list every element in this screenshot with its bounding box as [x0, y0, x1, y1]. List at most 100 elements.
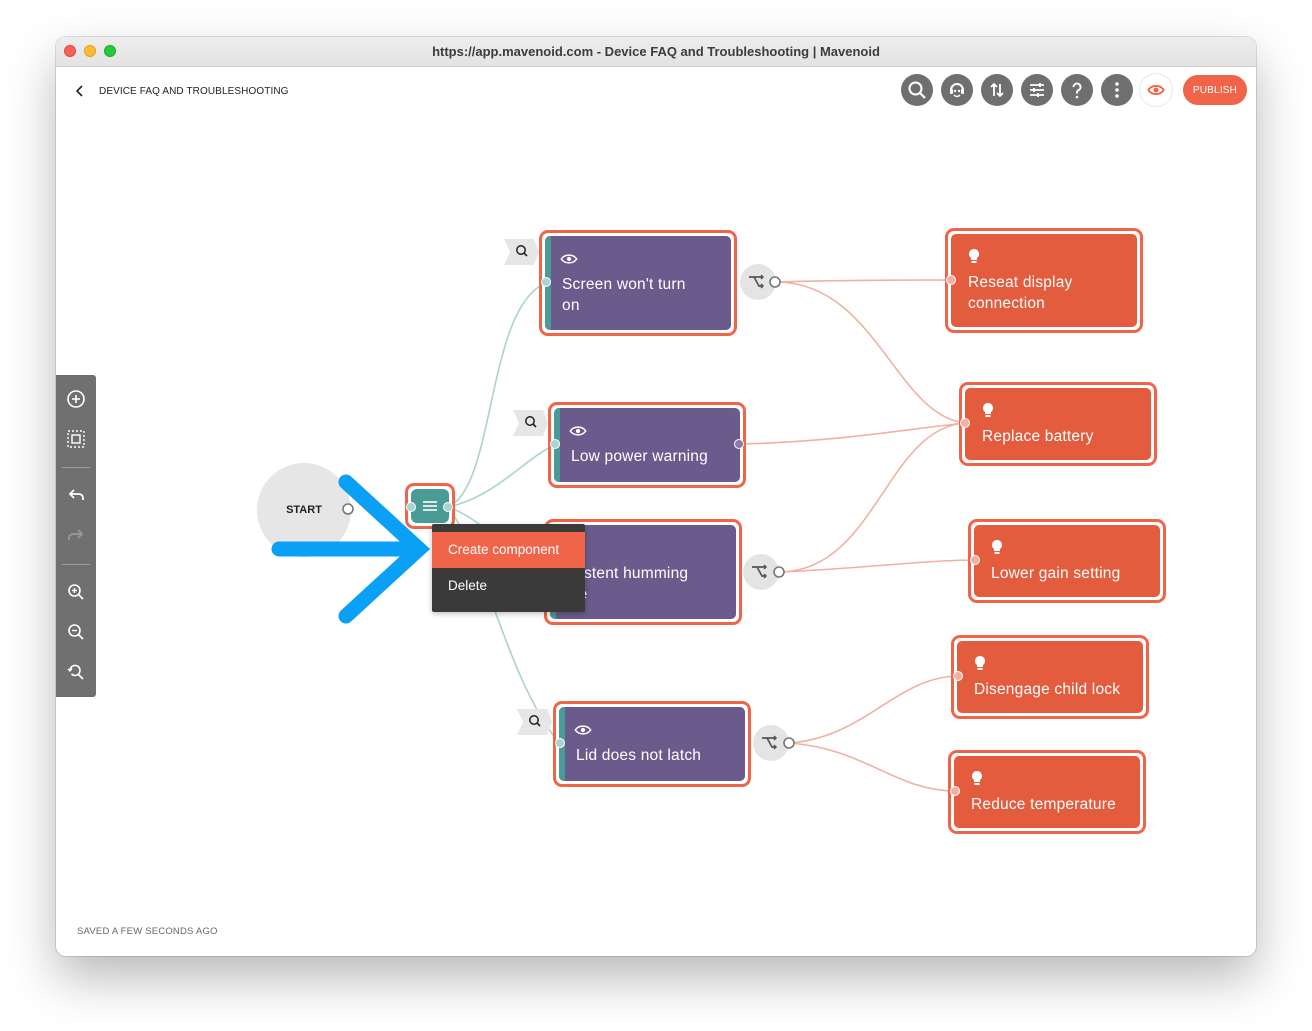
toolbar-divider [62, 564, 90, 565]
connector-q1-s2 [775, 281, 967, 424]
help-button[interactable] [1061, 74, 1093, 106]
s4-input-port[interactable] [952, 670, 964, 682]
undo-icon [68, 489, 84, 500]
solution-label: Lower gain setting [991, 565, 1121, 582]
question-label: Low power warning [571, 448, 708, 465]
q2-search-tag[interactable]: search-icon [513, 409, 549, 437]
list-icon [423, 501, 437, 511]
preview-button[interactable] [1140, 74, 1172, 106]
question-node-low-power[interactable]: Low power warning [548, 402, 746, 488]
connector-q2-s2 [738, 422, 967, 445]
start-node[interactable]: START [257, 463, 351, 557]
branch-icon [749, 274, 765, 289]
q1-search-tag[interactable]: search-icon [504, 238, 540, 266]
solution-node-battery[interactable]: Replace battery [959, 382, 1157, 466]
q4-input-port[interactable] [554, 737, 566, 749]
add-circle-icon [67, 390, 85, 408]
branch-icon [752, 564, 768, 579]
question-node-lid[interactable]: Lid does not latch [553, 701, 751, 787]
settings-sliders-icon [1030, 83, 1044, 97]
back-button[interactable] [74, 84, 86, 98]
s1-input-port[interactable] [945, 274, 957, 286]
import-export-button[interactable] [981, 74, 1013, 106]
preview-eye-icon [1147, 85, 1165, 95]
import-export-icon [990, 82, 1004, 98]
title-bar: https://app.mavenoid.com - Device FAQ an… [56, 37, 1256, 67]
q4-output-port[interactable] [782, 736, 796, 750]
select-area-button[interactable] [64, 427, 88, 451]
start-output-port[interactable] [341, 502, 355, 516]
window-title: https://app.mavenoid.com - Device FAQ an… [432, 44, 880, 59]
delete-menu-item[interactable]: Delete [448, 578, 488, 593]
eye-icon [574, 725, 592, 735]
browser-window: https://app.mavenoid.com - Device FAQ an… [56, 37, 1256, 956]
question-label: Lid does not latch [576, 747, 702, 764]
help-icon [1072, 82, 1082, 99]
redo-button[interactable] [64, 524, 88, 548]
solution-node-temperature[interactable]: Reduce temperature [948, 750, 1146, 834]
connector-q4-s4 [789, 675, 959, 744]
q3-output-port[interactable] [772, 565, 786, 579]
save-status: SAVED A FEW SECONDS AGO [77, 926, 218, 937]
annotation-arrow [271, 474, 431, 624]
close-window-button[interactable] [64, 45, 76, 57]
selected-list-node[interactable] [405, 483, 455, 529]
more-vertical-icon [1115, 82, 1119, 98]
document-title: DEVICE FAQ AND TROUBLESHOOTING [99, 86, 289, 97]
zoom-in-button[interactable] [64, 580, 88, 604]
solution-node-child-lock[interactable]: Disengage child lock [951, 635, 1149, 719]
zoom-in-icon [68, 584, 84, 600]
lightbulb-icon [975, 656, 985, 670]
connector-start-q1 [447, 282, 547, 508]
assistant-icon [950, 83, 964, 98]
context-menu: Create component Delete [432, 524, 585, 612]
solution-label: Replace battery [982, 428, 1094, 445]
q1-input-port[interactable] [540, 276, 552, 288]
connector-start-q2 [447, 444, 556, 508]
add-node-button[interactable] [64, 387, 88, 411]
connector-q4-s5 [789, 742, 956, 792]
search-icon [908, 81, 926, 99]
select-area-icon [67, 430, 85, 448]
more-options-button[interactable] [1101, 74, 1133, 106]
search-button[interactable] [901, 74, 933, 106]
zoom-reset-button[interactable] [64, 660, 88, 684]
zoom-window-button[interactable] [104, 45, 116, 57]
zoom-reset-icon [67, 664, 84, 680]
list-node-output-port[interactable] [442, 501, 454, 513]
redo-icon [68, 529, 84, 540]
q4-search-tag[interactable]: search-icon [517, 708, 553, 736]
q4-branch-button[interactable] [753, 725, 789, 761]
create-component-menu-item[interactable]: Create component [432, 532, 585, 568]
q3-branch-button[interactable] [743, 554, 779, 590]
start-label: START [286, 504, 322, 516]
lightbulb-icon [969, 249, 979, 263]
lightbulb-icon [992, 540, 1002, 554]
solution-node-gain[interactable]: Lower gain setting [968, 519, 1166, 603]
q1-output-port[interactable] [768, 275, 782, 289]
list-node-input-port[interactable] [405, 501, 417, 513]
assistant-button[interactable] [941, 74, 973, 106]
q2-output-port[interactable] [733, 438, 745, 450]
settings-button[interactable] [1021, 74, 1053, 106]
eye-icon [569, 426, 587, 436]
minimize-window-button[interactable] [84, 45, 96, 57]
undo-button[interactable] [64, 484, 88, 508]
zoom-out-icon [68, 624, 84, 640]
branch-icon [762, 735, 778, 750]
s3-input-port[interactable] [969, 554, 981, 566]
connector-q1-s1 [775, 279, 953, 283]
lightbulb-icon [972, 771, 982, 785]
zoom-out-button[interactable] [64, 620, 88, 644]
s2-input-port[interactable] [959, 417, 971, 429]
publish-button[interactable]: PUBLISH [1183, 75, 1247, 105]
chevron-left-icon [75, 85, 83, 97]
s5-input-port[interactable] [949, 785, 961, 797]
question-label: rsistent hummingise [567, 565, 689, 603]
eye-icon [560, 254, 578, 264]
canvas-toolbar [56, 375, 96, 697]
q2-input-port[interactable] [549, 438, 561, 450]
